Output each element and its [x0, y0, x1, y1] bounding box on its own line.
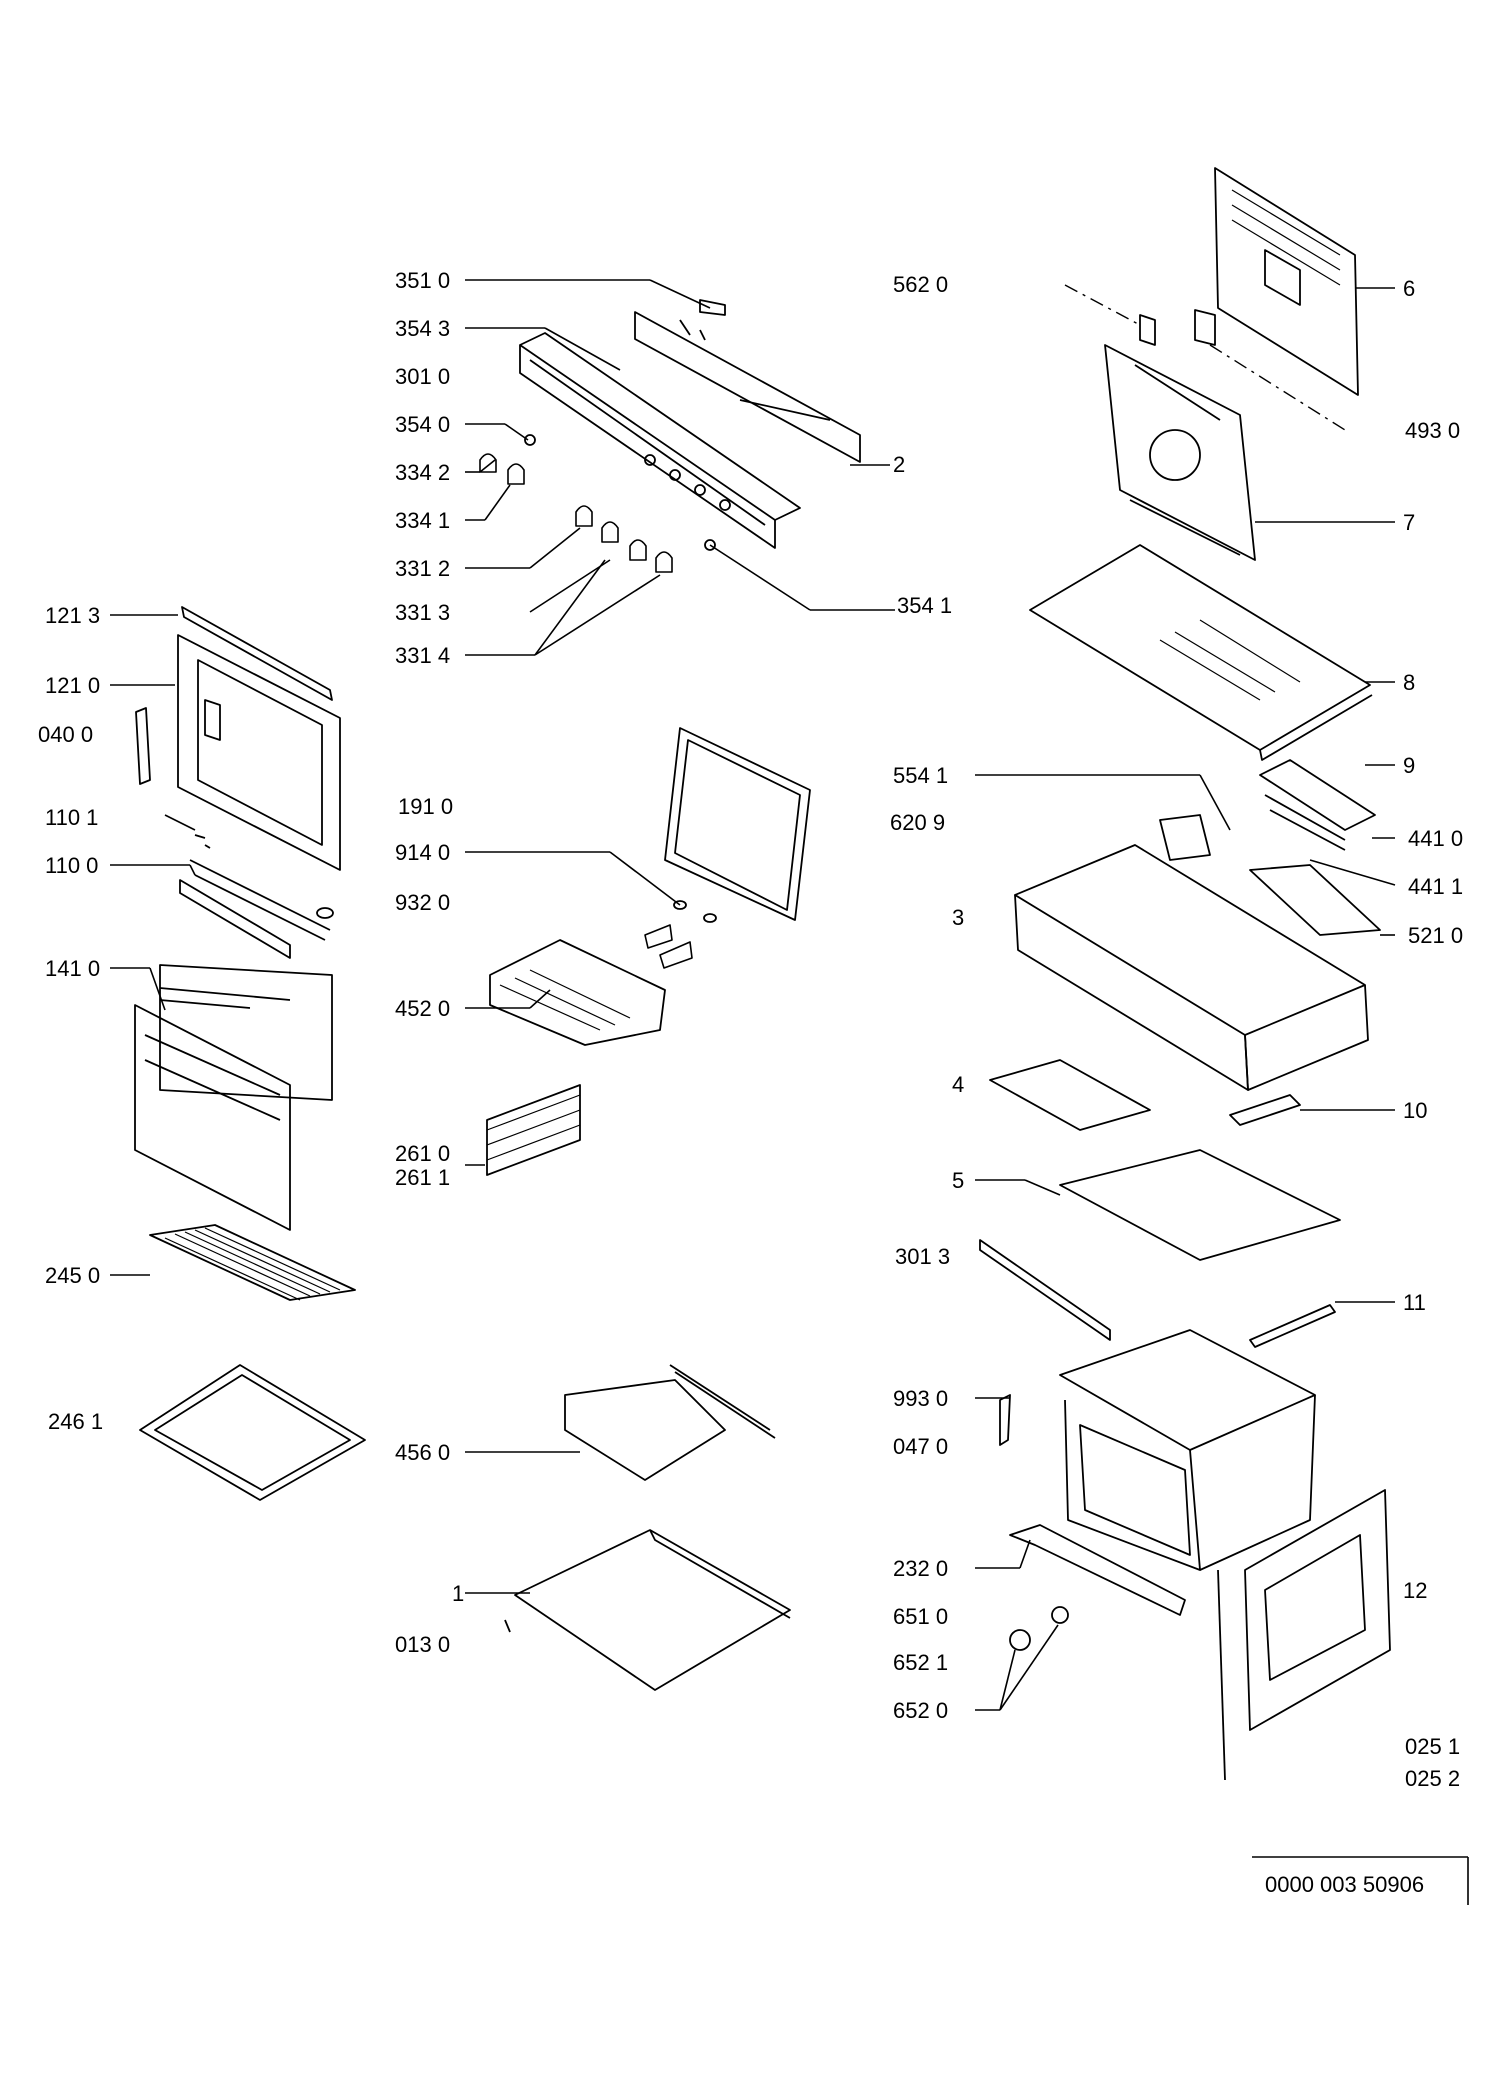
document-number: 0000 003 50906: [1265, 1872, 1424, 1897]
label-2: 2: [893, 452, 905, 477]
label-620-9: 620 9: [890, 810, 945, 835]
label-1: 1: [452, 1581, 464, 1606]
label-452-0: 452 0: [395, 996, 450, 1021]
center-parts: [486, 727, 811, 1691]
label-11: 11: [1403, 1290, 1426, 1315]
label-261-0: 261 0: [395, 1141, 450, 1166]
label-932-0: 932 0: [395, 890, 450, 915]
label-351-0: 351 0: [395, 268, 450, 293]
label-246-1: 246 1: [48, 1409, 103, 1434]
label-121-3: 121 3: [45, 603, 100, 628]
label-110-1: 110 1: [45, 805, 98, 830]
label-651-0: 651 0: [893, 1604, 948, 1629]
label-562-0: 562 0: [893, 272, 948, 297]
label-245-0: 245 0: [45, 1263, 100, 1288]
label-4: 4: [952, 1072, 964, 1097]
label-7: 7: [1403, 510, 1415, 535]
label-025-1: 025 1: [1405, 1734, 1460, 1759]
control-panel-assembly: [479, 299, 861, 573]
label-652-0: 652 0: [893, 1698, 948, 1723]
label-521-0: 521 0: [1408, 923, 1463, 948]
document-number-frame: [1252, 1856, 1469, 1905]
label-6: 6: [1403, 276, 1415, 301]
label-331-2: 331 2: [395, 556, 450, 581]
label-121-0: 121 0: [45, 673, 100, 698]
label-8: 8: [1403, 670, 1415, 695]
label-013-0: 013 0: [395, 1632, 450, 1657]
label-456-0: 456 0: [395, 1440, 450, 1465]
part-labels: 351 0 354 3 301 0 354 0 334 2 334 1 331 …: [38, 268, 1463, 1897]
label-9: 9: [1403, 753, 1415, 778]
label-354-3: 354 3: [395, 316, 450, 341]
label-914-0: 914 0: [395, 840, 450, 865]
label-652-1: 652 1: [893, 1650, 948, 1675]
label-12: 12: [1403, 1578, 1427, 1603]
label-047-0: 047 0: [893, 1434, 948, 1459]
label-331-3: 331 3: [395, 600, 450, 625]
label-441-0: 441 0: [1408, 826, 1463, 851]
right-parts: [979, 167, 1391, 1781]
label-301-0: 301 0: [395, 364, 450, 389]
label-10: 10: [1403, 1098, 1427, 1123]
label-3: 3: [952, 905, 964, 930]
label-301-3: 301 3: [895, 1244, 950, 1269]
label-493-0: 493 0: [1405, 418, 1460, 443]
label-334-1: 334 1: [395, 508, 450, 533]
label-040-0: 040 0: [38, 722, 93, 747]
label-025-2: 025 2: [1405, 1766, 1460, 1791]
label-232-0: 232 0: [893, 1556, 948, 1581]
leader-lines: [110, 279, 1396, 1711]
label-141-0: 141 0: [45, 956, 100, 981]
label-331-4: 331 4: [395, 643, 450, 668]
label-554-1: 554 1: [893, 763, 948, 788]
label-261-1: 261 1: [395, 1165, 450, 1190]
label-993-0: 993 0: [893, 1386, 948, 1411]
door-assembly: [134, 606, 366, 1501]
label-191-0: 191 0: [398, 794, 453, 819]
label-354-0: 354 0: [395, 412, 450, 437]
label-441-1: 441 1: [1408, 874, 1463, 899]
label-354-1: 354 1: [897, 593, 952, 618]
label-334-2: 334 2: [395, 460, 450, 485]
label-110-0: 110 0: [45, 853, 98, 878]
label-5: 5: [952, 1168, 964, 1193]
